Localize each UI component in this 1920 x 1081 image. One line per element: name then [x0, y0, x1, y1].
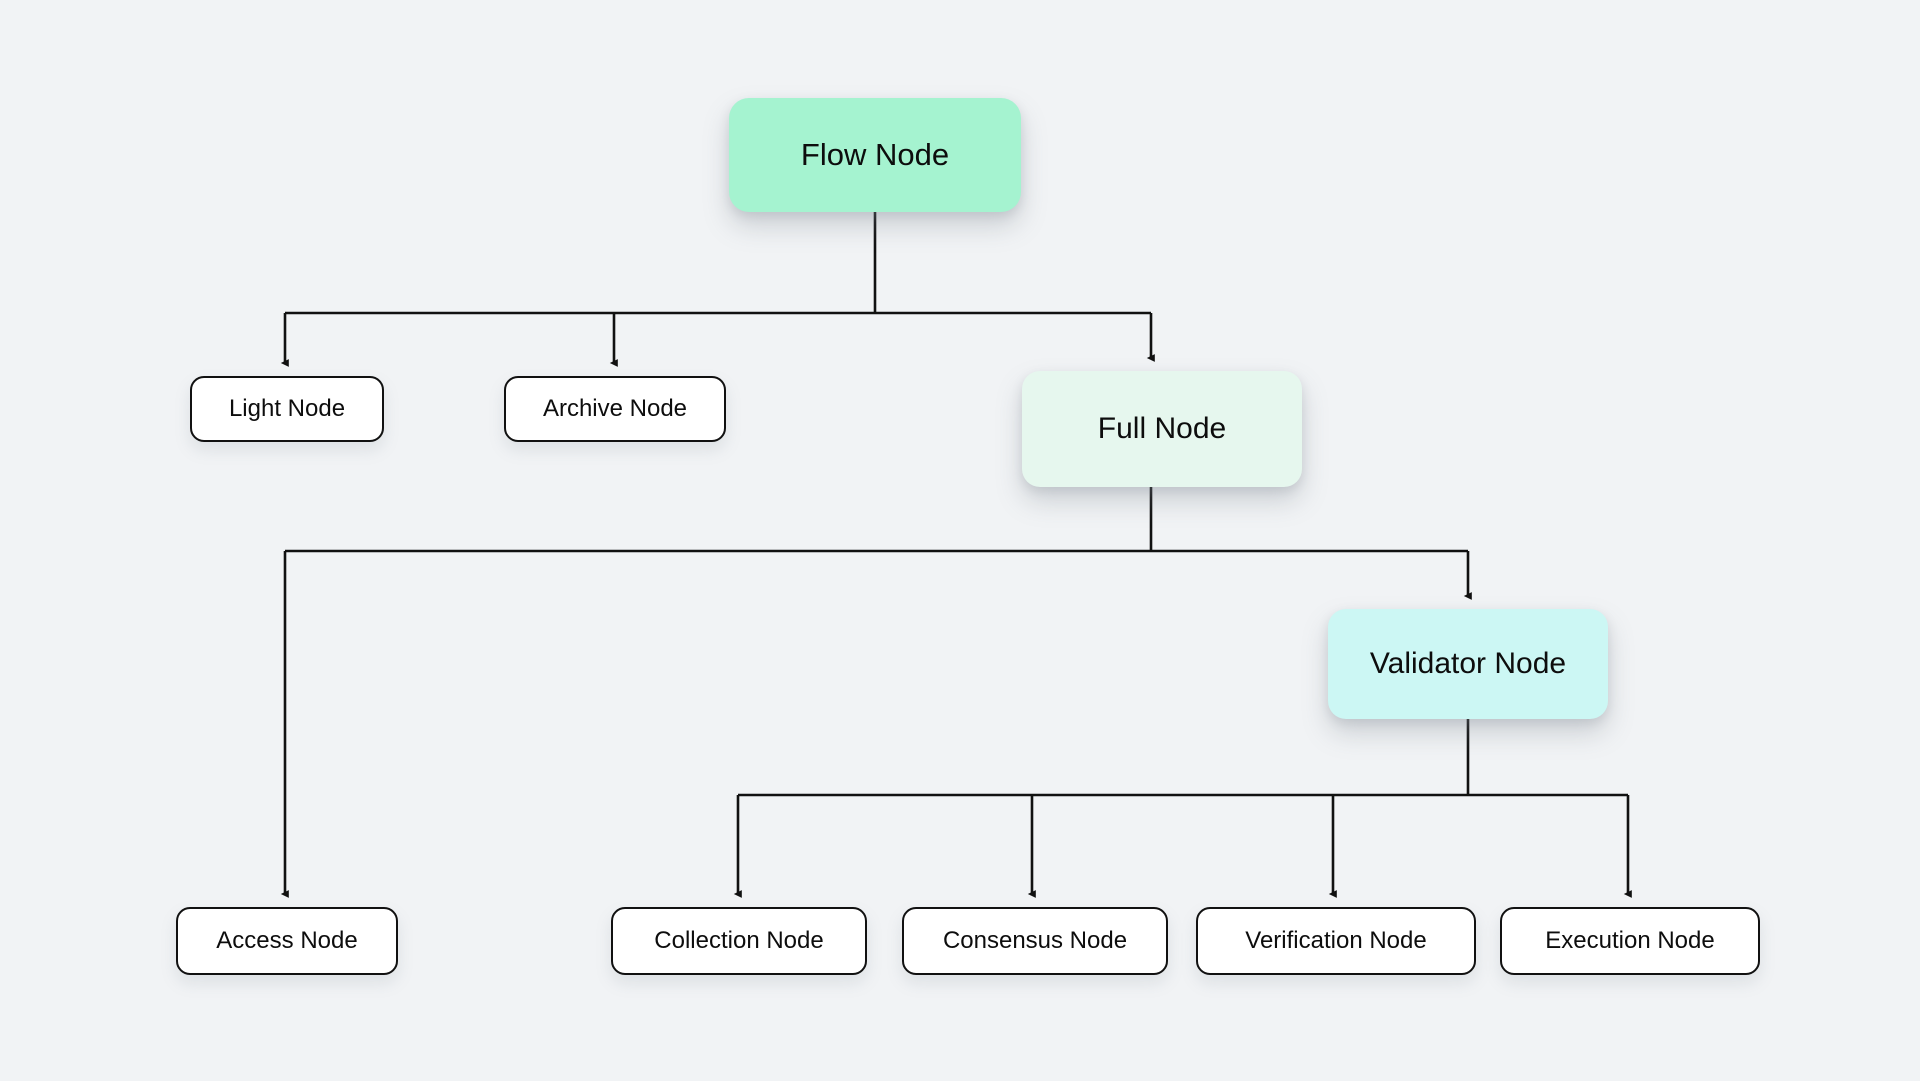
node-full[interactable]: Full Node [1022, 371, 1302, 487]
node-execution[interactable]: Execution Node [1500, 907, 1760, 975]
node-flow[interactable]: Flow Node [729, 98, 1021, 212]
node-access[interactable]: Access Node [176, 907, 398, 975]
node-light[interactable]: Light Node [190, 376, 384, 442]
node-consensus-label: Consensus Node [942, 927, 1128, 955]
node-verification[interactable]: Verification Node [1196, 907, 1476, 975]
node-validator[interactable]: Validator Node [1328, 609, 1608, 719]
node-validator-label: Validator Node [1369, 646, 1567, 680]
node-archive-label: Archive Node [542, 395, 688, 423]
node-collection[interactable]: Collection Node [611, 907, 867, 975]
node-access-label: Access Node [216, 927, 358, 955]
node-collection-label: Collection Node [654, 927, 824, 955]
node-light-label: Light Node [228, 395, 346, 423]
node-archive[interactable]: Archive Node [504, 376, 726, 442]
node-full-label: Full Node [1097, 411, 1227, 445]
node-verification-label: Verification Node [1245, 927, 1427, 955]
node-flow-label: Flow Node [800, 137, 950, 173]
node-execution-label: Execution Node [1545, 927, 1715, 955]
node-consensus[interactable]: Consensus Node [902, 907, 1168, 975]
